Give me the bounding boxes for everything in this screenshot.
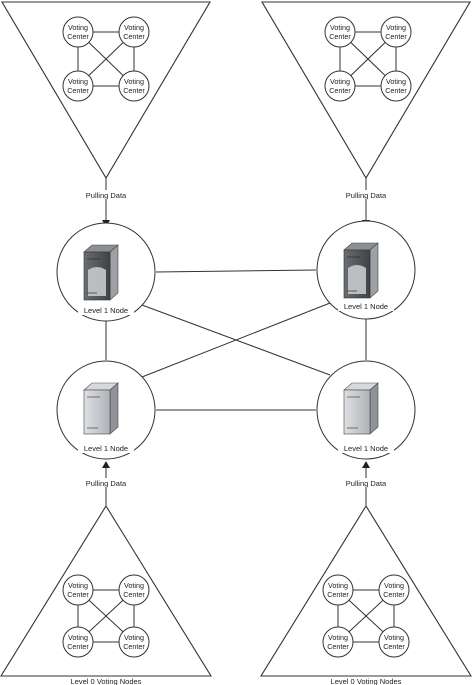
svg-text:Center: Center — [123, 590, 145, 599]
svg-text:Center: Center — [67, 642, 89, 651]
bottom-right-voting-group: Voting Center Voting Center Voting Cente… — [260, 504, 472, 685]
level0-label: Level 0 Voting Nodes — [331, 677, 402, 685]
voting-center: Voting Center — [118, 70, 150, 102]
server-icon — [343, 382, 379, 435]
svg-text:Center: Center — [327, 590, 349, 599]
svg-text:Center: Center — [329, 86, 351, 95]
voting-center: Voting Center — [62, 626, 94, 658]
svg-text:Center: Center — [123, 642, 145, 651]
svg-text:Center: Center — [123, 32, 145, 41]
pulling-data-label: Pulling Data — [86, 191, 127, 200]
inverted-triangle-top-right — [261, 1, 471, 180]
svg-text:Center: Center — [383, 642, 405, 651]
svg-text:Voting: Voting — [68, 633, 88, 642]
svg-text:Voting: Voting — [68, 581, 88, 590]
voting-center: Voting Center — [324, 70, 356, 102]
svg-text:Voting: Voting — [330, 23, 350, 32]
pulling-data-label: Pulling Data — [346, 479, 387, 488]
svg-text:Center: Center — [329, 32, 351, 41]
inverted-triangle-top-left — [1, 1, 211, 180]
triangle-bottom-right — [260, 504, 472, 677]
svg-text:Center: Center — [327, 642, 349, 651]
voting-center: Voting Center — [378, 626, 410, 658]
svg-text:Center: Center — [385, 32, 407, 41]
svg-text:Center: Center — [67, 32, 89, 41]
svg-text:Voting: Voting — [384, 633, 404, 642]
top-right-voting-group: Voting Center Voting Center Voting Cente… — [261, 1, 471, 180]
voting-center: Voting Center — [118, 574, 150, 606]
voting-center: Voting Center — [378, 574, 410, 606]
level1-node-label: Level 1 Node — [344, 302, 388, 311]
voting-center: Voting Center — [380, 16, 412, 48]
svg-text:Voting: Voting — [384, 581, 404, 590]
voting-center: Voting Center — [322, 574, 354, 606]
svg-text:Voting: Voting — [68, 23, 88, 32]
svg-text:Voting: Voting — [124, 633, 144, 642]
server-icon — [343, 242, 379, 299]
voting-center: Voting Center — [324, 16, 356, 48]
svg-text:Voting: Voting — [328, 633, 348, 642]
svg-text:Center: Center — [385, 86, 407, 95]
level1-node-label: Level 1 Node — [344, 444, 388, 453]
level1-node-top-right: Level 1 Node — [316, 220, 416, 320]
server-icon — [83, 244, 119, 301]
level1-node-label: Level 1 Node — [84, 444, 128, 453]
svg-text:Voting: Voting — [124, 77, 144, 86]
svg-text:Voting: Voting — [124, 23, 144, 32]
svg-text:Voting: Voting — [330, 77, 350, 86]
level1-node-label: Level 1 Node — [84, 306, 128, 315]
svg-text:Center: Center — [383, 590, 405, 599]
voting-center: Voting Center — [380, 70, 412, 102]
svg-text:Voting: Voting — [68, 77, 88, 86]
svg-text:Center: Center — [67, 590, 89, 599]
voting-center: Voting Center — [118, 626, 150, 658]
voting-center: Voting Center — [62, 70, 94, 102]
svg-text:Center: Center — [67, 86, 89, 95]
svg-text:Voting: Voting — [124, 581, 144, 590]
svg-text:Voting: Voting — [386, 77, 406, 86]
voting-center: Voting Center — [118, 16, 150, 48]
link-diagonal-2 — [141, 302, 331, 378]
voting-center: Voting Center — [62, 574, 94, 606]
svg-text:Center: Center — [123, 86, 145, 95]
link-top — [155, 269, 317, 273]
top-left-voting-group: Voting Center Voting Center Voting Cente… — [1, 1, 211, 180]
svg-text:Voting: Voting — [386, 23, 406, 32]
pulling-data-label: Pulling Data — [346, 191, 387, 200]
level1-node-bottom-left: Level 1 Node — [56, 360, 156, 460]
level1-node-bottom-right: Level 1 Node — [316, 360, 416, 460]
level1-node-top-left: Level 1 Node — [56, 222, 156, 322]
server-icon — [83, 382, 119, 435]
triangle-bottom-left — [0, 504, 212, 677]
svg-text:Voting: Voting — [328, 581, 348, 590]
voting-center: Voting Center — [62, 16, 94, 48]
pulling-data-label: Pulling Data — [86, 479, 127, 488]
voting-center: Voting Center — [322, 626, 354, 658]
level0-label: Level 0 Voting Nodes — [71, 677, 142, 685]
bottom-left-voting-group: Voting Center Voting Center Voting Cente… — [0, 504, 212, 685]
